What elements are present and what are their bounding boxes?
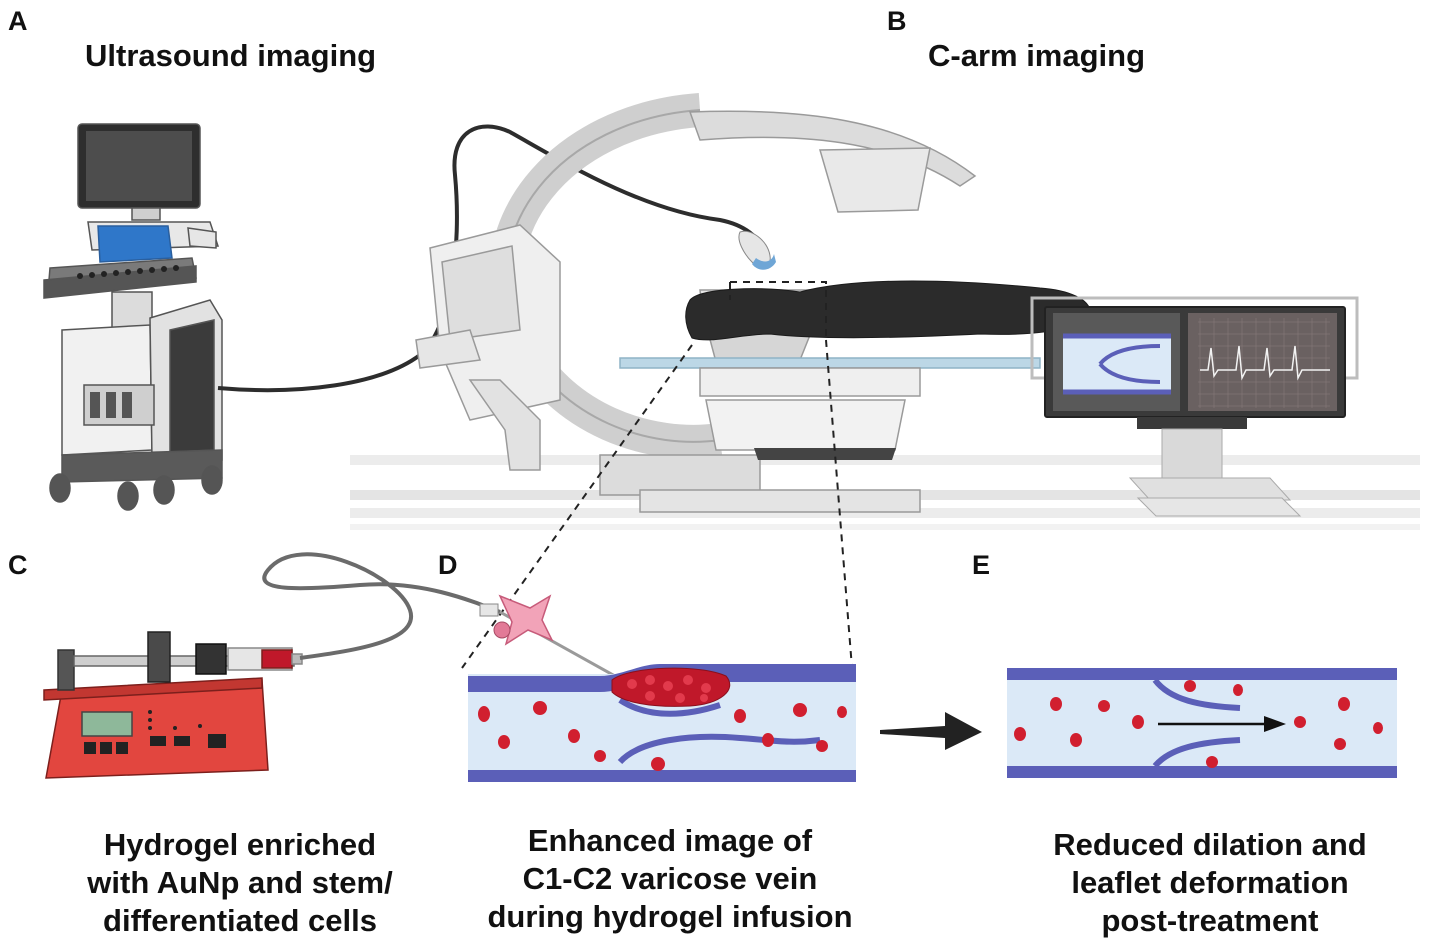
catheter-icon	[479, 594, 641, 692]
panel-letter-e: E	[972, 550, 991, 580]
monitor-icon	[1030, 296, 1359, 517]
patient-icon	[685, 280, 1091, 341]
panel-letter-b: B	[887, 6, 907, 36]
caption-d: Enhanced image of C1-C2 varicose vein du…	[460, 822, 880, 936]
ultrasound-cable	[217, 124, 764, 393]
panel-title-b: C-arm imaging	[928, 38, 1146, 73]
infusion-tube	[262, 552, 501, 660]
caption-d-line-3: during hydrogel infusion	[487, 899, 853, 934]
caption-d-line-1: Enhanced image of	[527, 823, 813, 858]
ultrasound-probe-icon	[738, 230, 776, 270]
arrow-icon	[880, 712, 982, 750]
caption-c: Hydrogel enriched with AuNp and stem/ di…	[30, 826, 450, 940]
caption-d-line-2: C1-C2 varicose vein	[522, 861, 818, 896]
caption-c-line-1: Hydrogel enriched	[103, 827, 377, 862]
syringe-pump-icon	[43, 631, 303, 779]
c-arm-icon	[415, 93, 1041, 513]
caption-c-line-2: with AuNp and stem/	[87, 865, 393, 900]
panel-letter-c: C	[8, 550, 28, 580]
vein-icon-d	[468, 664, 856, 782]
caption-e-line-3: post-treatment	[1101, 903, 1319, 938]
caption-e-line-2: leaflet deformation	[1071, 865, 1349, 900]
vein-icon-e	[1007, 668, 1397, 778]
panel-letter-d: D	[438, 550, 458, 580]
caption-c-line-3: differentiated cells	[103, 903, 377, 938]
caption-e: Reduced dilation and leaflet deformation…	[1000, 826, 1420, 940]
zoom-lines	[461, 281, 853, 669]
panel-title-a: Ultrasound imaging	[85, 38, 377, 73]
caption-e-line-1: Reduced dilation and	[1053, 827, 1367, 862]
panel-letter-a: A	[8, 6, 28, 36]
ultrasound-machine-icon	[43, 123, 223, 511]
